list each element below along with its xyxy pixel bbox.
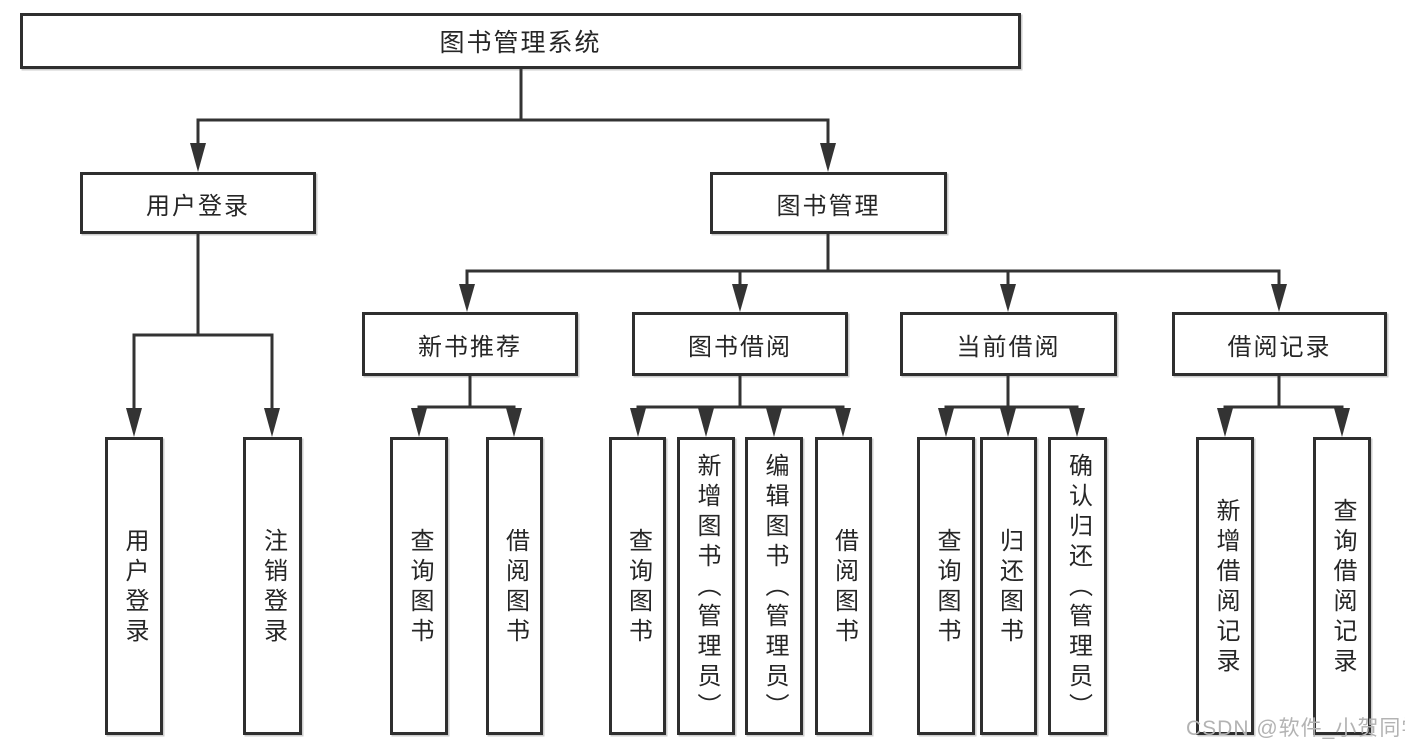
csdn-watermark: CSDN @软件_小贺同学 xyxy=(1186,717,1405,740)
leaf-user-login: 用户登录 xyxy=(105,437,163,735)
leaf-br-add-record: 新增借阅记录 xyxy=(1196,437,1254,735)
leaf-cb-query-books: 查询图书 xyxy=(917,437,975,735)
leaf-cb-confirm-return-admin: 确认归还（管理员） xyxy=(1048,437,1107,735)
leaf-bb-query-books: 查询图书 xyxy=(609,437,666,735)
leaf-logout: 注销登录 xyxy=(243,437,302,735)
leaf-cb-return-books: 归还图书 xyxy=(980,437,1037,735)
node-current-borrow: 当前借阅 xyxy=(900,312,1117,376)
leaf-bb-edit-books-admin: 编辑图书（管理员） xyxy=(745,437,803,735)
node-root-system: 图书管理系统 xyxy=(20,13,1021,69)
node-new-book-recommend: 新书推荐 xyxy=(362,312,578,376)
node-book-borrow: 图书借阅 xyxy=(632,312,848,376)
leaf-br-query-record: 查询借阅记录 xyxy=(1313,437,1371,735)
leaf-bb-borrow-books: 借阅图书 xyxy=(815,437,872,735)
leaf-nbr-borrow-books: 借阅图书 xyxy=(486,437,543,735)
node-user-login: 用户登录 xyxy=(80,172,316,234)
node-borrow-records: 借阅记录 xyxy=(1172,312,1387,376)
leaf-nbr-query-books: 查询图书 xyxy=(390,437,448,735)
leaf-bb-add-books-admin: 新增图书（管理员） xyxy=(677,437,735,735)
node-book-management: 图书管理 xyxy=(710,172,947,234)
